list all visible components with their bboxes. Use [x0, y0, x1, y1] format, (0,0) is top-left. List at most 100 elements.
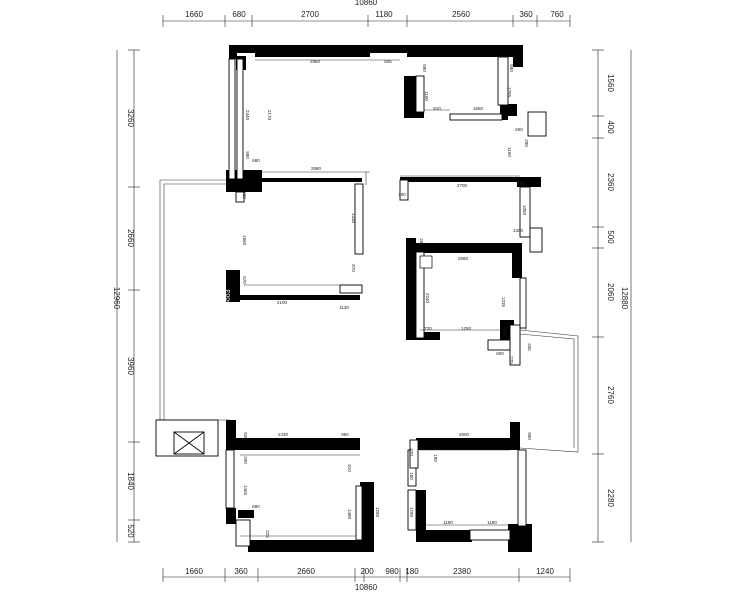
lbl-rt-1: 580 [509, 64, 514, 72]
bottom-dim-2: 2660 [297, 567, 315, 576]
lbl-top-4: 680 [252, 158, 260, 163]
lbl-rt-4: 810 [433, 106, 441, 111]
lbl-bl-6: 690 [252, 504, 260, 509]
interior-lines [240, 59, 527, 537]
lbl-top-5: 980 [245, 151, 250, 159]
left-dim-2: 3960 [126, 357, 135, 375]
left-total-label: 12960 [112, 287, 121, 310]
lbl-b2-4: 100 [398, 192, 406, 197]
column-marker-icon [419, 255, 433, 269]
bottom-dim-0: 1660 [185, 567, 203, 576]
right-dim-6: 2280 [606, 489, 615, 507]
right-dim-4: 2060 [606, 283, 615, 301]
top-dim-4: 2560 [452, 10, 470, 19]
lbl-lv-7: 330 [242, 191, 247, 199]
lbl-top-1: 935 [384, 59, 392, 64]
lbl-rt-3: 1650 [473, 106, 484, 111]
lbl-b2-0: 2700 [457, 183, 468, 188]
lbl-bl-8: 1280 [375, 507, 380, 518]
lbl-lv-2: 1860 [242, 235, 247, 246]
left-dim-4: 520 [126, 524, 135, 538]
right-total-label: 12880 [620, 287, 629, 310]
lbl-lv-5: 1130 [339, 305, 349, 310]
right-dim-2: 2360 [606, 173, 615, 191]
bottom-dim-1: 360 [234, 567, 248, 576]
lbl-b2-3: 650 [517, 181, 525, 186]
lbl-rt-8: 600 [515, 127, 523, 132]
lbl-b3-2: 1235 [501, 297, 506, 308]
lbl-bl-2: 920 [243, 432, 248, 440]
bottom-dim-7: 1240 [536, 567, 554, 576]
right-dim-1: 400 [606, 120, 615, 134]
lbl-br-4: 180 [409, 472, 414, 480]
left-dim-1: 2660 [126, 229, 135, 247]
lbl-top-3: 2170 [267, 110, 272, 121]
lbl-rt-6: 280 [524, 139, 529, 147]
top-dim-1: 680 [232, 10, 246, 19]
lbl-lv-3: 870 [351, 264, 356, 272]
top-dimension-chain: 10860 1660 680 2700 1180 2560 360 760 [162, 0, 571, 27]
lbl-lv-6: 570 [242, 276, 247, 284]
lbl-br-0: 2500 [459, 432, 470, 437]
top-dim-6: 760 [550, 10, 564, 19]
wall-outlines [225, 56, 547, 547]
lbl-lv-1: 1330 [351, 213, 356, 224]
lbl-b3-4: 720 [424, 326, 432, 331]
ac-unit-icon [155, 419, 219, 457]
lbl-b3-9: 600 [496, 351, 504, 356]
lbl-rt-2: 1100 [424, 91, 429, 101]
lbl-bl-7: 1480 [347, 509, 352, 520]
lbl-b3-8: 275 [509, 356, 514, 364]
lbl-br-2: 420 [409, 448, 414, 456]
bottom-dimension-chain: 1660 360 2660 200 980 180 2380 1240 1086… [162, 567, 571, 592]
lbl-b3-6: 200 [419, 238, 424, 246]
left-balcony [159, 179, 230, 421]
lbl-bl-1: 950 [341, 432, 349, 437]
top-dim-0: 1660 [185, 10, 203, 19]
left-dimension-chain: 3260 2660 12960 3960 1840 520 [112, 49, 140, 543]
bottom-total-label: 10860 [355, 583, 378, 592]
lbl-b3-1: 2240 [425, 293, 430, 304]
lbl-br-3: 180 [433, 454, 438, 462]
lbl-rt-5: 1255 [507, 87, 512, 98]
bottom-dim-6: 2380 [453, 567, 471, 576]
top-dim-5: 360 [519, 10, 533, 19]
lbl-top-2: 2440 [245, 110, 250, 121]
lbl-br-7: 1190 [487, 520, 497, 525]
lbl-br-1: 900 [527, 432, 532, 440]
lbl-bl-9: 225 [265, 530, 270, 538]
lbl-lv-4: 2100 [277, 300, 288, 305]
lbl-bl-3: 200 [243, 456, 248, 464]
lbl-b2-2: 1300 [513, 228, 524, 233]
lbl-bl-4: 910 [347, 464, 352, 472]
top-dim-2: 2700 [301, 10, 319, 19]
lbl-bl-0: 2430 [278, 432, 289, 437]
right-dim-3: 500 [606, 230, 615, 244]
bottom-dim-3: 200 [360, 567, 374, 576]
lbl-b3-3: 1250 [461, 326, 472, 331]
top-dim-3: 1180 [375, 10, 393, 19]
lbl-b3-0: 2560 [458, 256, 469, 261]
right-dimension-chain: 1560 400 2360 500 2060 12880 2760 2280 [592, 49, 632, 543]
right-dim-0: 1560 [606, 74, 615, 92]
right-dim-5: 2760 [606, 386, 615, 404]
lbl-b2-1: 1050 [522, 205, 527, 216]
lbl-bl-5: 1465 [243, 485, 248, 496]
walls [226, 45, 541, 552]
watermark-text: loooo3 [225, 289, 232, 310]
lbl-lv-0: 2880 [311, 166, 322, 171]
lbl-rt-0: 580 [422, 64, 427, 72]
bottom-dim-4: 980 [385, 567, 399, 576]
lbl-b3-5: 420 [502, 327, 507, 335]
lbl-b3-7: 335 [527, 343, 532, 351]
lbl-br-5: 1780 [409, 507, 414, 518]
top-total-label: 10860 [355, 0, 378, 7]
left-dim-3: 1840 [126, 472, 135, 490]
interior-dimension-labels: 2960 935 2440 2170 680 980 580 580 1100 … [242, 59, 532, 538]
lbl-top-0: 2960 [310, 59, 321, 64]
lbl-br-6: 1190 [443, 520, 453, 525]
left-dim-0: 3260 [126, 109, 135, 127]
bottom-dim-5: 180 [405, 567, 419, 576]
right-balcony [519, 329, 579, 453]
